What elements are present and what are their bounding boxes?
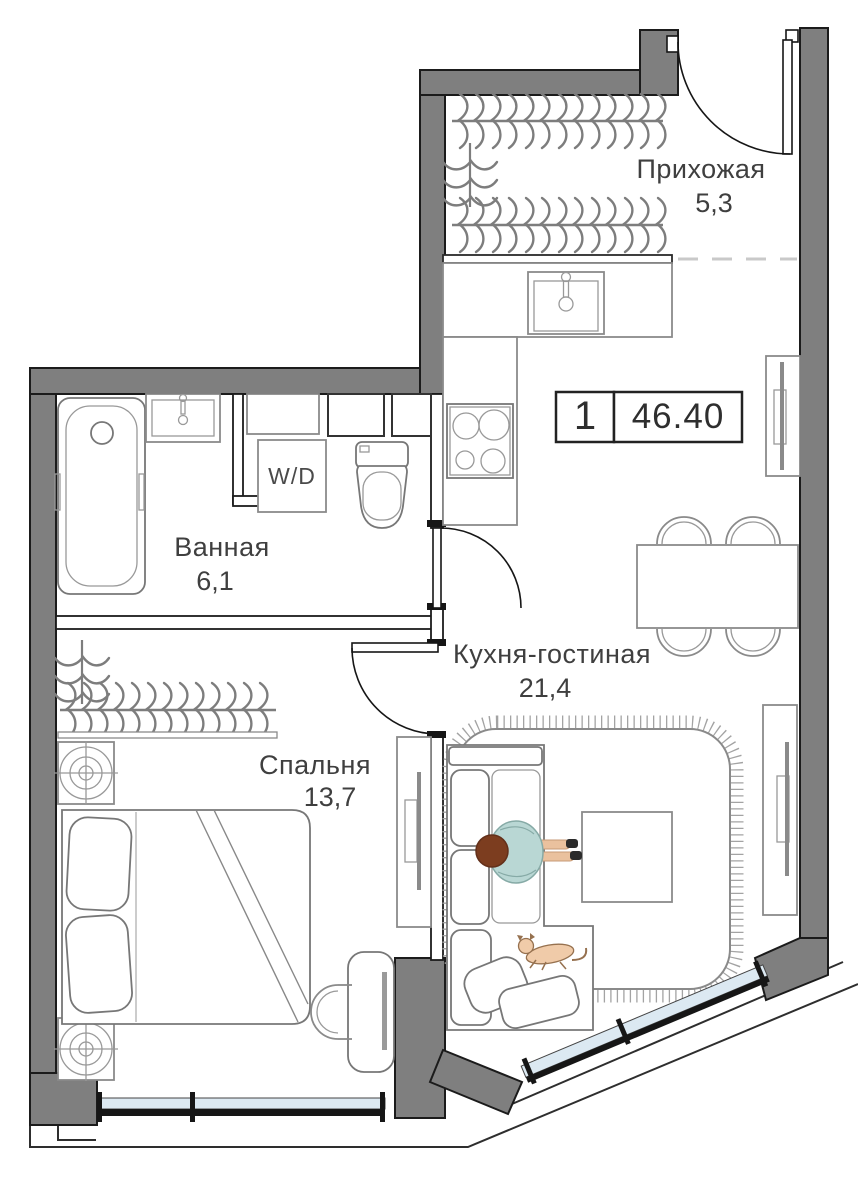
hallway-area: 5,3	[695, 188, 733, 218]
bed	[61, 809, 311, 1025]
desk-chair	[310, 984, 352, 1040]
bedroom-window	[97, 1092, 386, 1122]
dining-table	[636, 516, 799, 657]
bathroom-door	[432, 527, 522, 609]
chair	[656, 628, 712, 657]
nightstand-lamp-bottom	[54, 1017, 118, 1081]
hallway-label: Прихожая	[636, 154, 765, 184]
badge-area-value: 46.40	[632, 397, 725, 436]
tv-unit-living	[762, 704, 798, 916]
entry-door	[666, 29, 799, 155]
bathtub	[54, 397, 146, 595]
exterior-walls	[29, 27, 829, 1126]
tv-screen	[785, 742, 789, 876]
blanket	[498, 975, 580, 1029]
bedroom-area: 13,7	[304, 782, 357, 812]
kitchen-sink	[527, 271, 605, 335]
tv-unit-bedroom	[396, 736, 432, 928]
washer-dryer-label: W/D	[268, 463, 316, 489]
washer-dryer: W/D	[257, 439, 327, 513]
interior-walls	[55, 393, 446, 961]
coffee-table	[581, 811, 673, 903]
kitchen-counter-top	[442, 254, 797, 338]
kitchen-living-area: 21,4	[519, 673, 572, 703]
desk	[347, 951, 395, 1073]
bedroom-label: Спальня	[259, 750, 371, 780]
hallway-wardrobe	[441, 92, 667, 254]
apartment-badge: 1 46.40	[554, 390, 744, 444]
kitchen-living-label: Кухня-гостиная	[453, 639, 651, 669]
chair	[725, 628, 781, 657]
person-head	[475, 834, 509, 868]
tv-screen	[417, 772, 421, 890]
bedroom-wardrobe	[53, 640, 278, 739]
cat	[517, 933, 588, 971]
chair	[725, 516, 781, 545]
tv-unit-upper	[765, 355, 801, 477]
bathroom-cabinets	[246, 393, 432, 437]
toilet	[355, 441, 409, 529]
badge-room-count: 1	[574, 394, 596, 438]
person	[475, 820, 582, 884]
bathroom-area: 6,1	[196, 566, 234, 596]
bathroom-label: Ванная	[174, 532, 269, 562]
pillow	[65, 816, 133, 912]
room-labels: Прихожая 5,3 Ванная 6,1 Кухня-гостиная 2…	[174, 154, 765, 812]
living-window-diagonal	[520, 960, 770, 1085]
stove	[442, 336, 518, 526]
bathroom-sink	[145, 393, 221, 443]
tv-screen	[780, 362, 784, 470]
chair	[656, 516, 712, 545]
pillow	[65, 914, 133, 1014]
bedroom-door	[351, 642, 439, 735]
nightstand-lamp-top	[54, 741, 118, 805]
